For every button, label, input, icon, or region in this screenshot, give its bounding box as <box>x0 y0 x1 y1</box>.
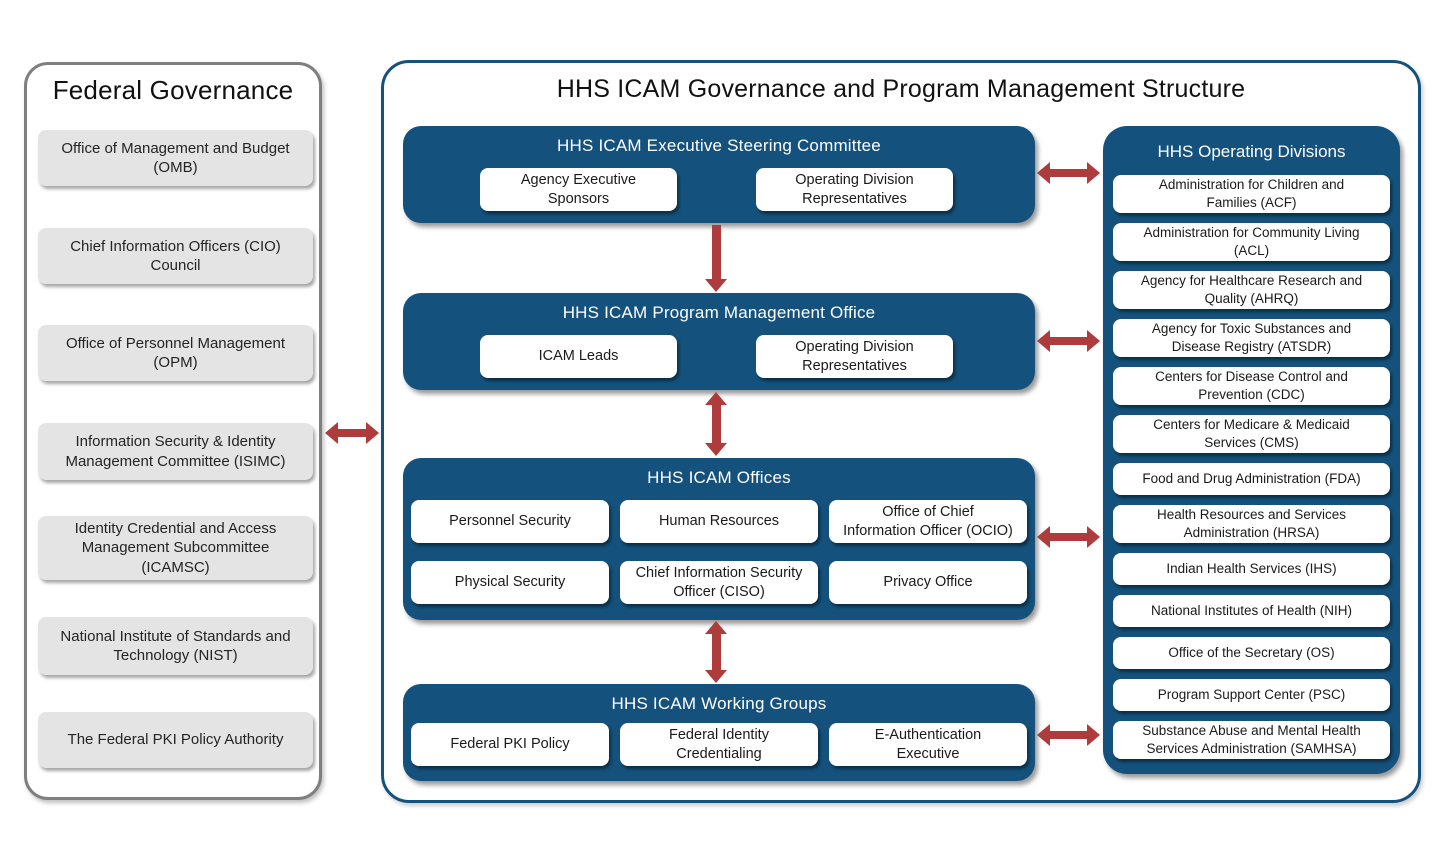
fed-item-omb: Office of Management and Budget (OMB) <box>38 130 313 186</box>
arrow-shaft <box>1050 731 1087 739</box>
member-human-resources: Human Resources <box>620 500 818 543</box>
opdiv-item-cms: Centers for Medicare & Medicaid Services… <box>1113 415 1390 453</box>
arrow-esc-operating-divisions <box>1037 162 1100 184</box>
arrowhead-right-icon <box>1087 724 1100 746</box>
arrow-federal-hhs <box>325 422 379 444</box>
member-personnel-security: Personnel Security <box>411 500 609 543</box>
arrowhead-left-icon <box>1037 724 1050 746</box>
arrowhead-right-icon <box>1087 162 1100 184</box>
arrowhead-down-icon <box>705 279 727 292</box>
opdiv-item-ahrq: Agency for Healthcare Research and Quali… <box>1113 271 1390 309</box>
fed-item-nist: National Institute of Standards and Tech… <box>38 617 313 675</box>
arrow-shaft <box>338 429 366 437</box>
committee-working-groups: HHS ICAM Working Groups Federal PKI Poli… <box>403 684 1035 781</box>
arrowhead-left-icon <box>1037 330 1050 352</box>
member-pmo-operating-division-representatives: Operating Division Representatives <box>756 335 953 378</box>
arrow-offices-operating-divisions <box>1037 526 1100 548</box>
committee-icam-offices-title: HHS ICAM Offices <box>647 468 791 487</box>
opdiv-item-cdc: Centers for Disease Control and Preventi… <box>1113 367 1390 405</box>
operating-divisions-box: HHS Operating Divisions Administration f… <box>1103 126 1400 774</box>
fed-item-opm: Office of Personnel Management (OPM) <box>38 325 313 381</box>
arrowhead-down-icon <box>705 443 727 456</box>
opdiv-item-fda: Food and Drug Administration (FDA) <box>1113 463 1390 495</box>
arrowhead-right-icon <box>1087 526 1100 548</box>
federal-governance-title: Federal Governance <box>52 75 294 105</box>
arrowhead-left-icon <box>1037 162 1050 184</box>
arrowhead-left-icon <box>1037 526 1050 548</box>
opdiv-item-psc: Program Support Center (PSC) <box>1113 679 1390 711</box>
arrowhead-left-icon <box>325 422 338 444</box>
arrow-pmo-offices <box>705 392 727 456</box>
member-privacy-office: Privacy Office <box>829 561 1027 604</box>
arrowhead-up-icon <box>705 621 727 634</box>
arrow-shaft <box>1050 169 1087 177</box>
member-esc-operating-division-representatives: Operating Division Representatives <box>756 168 953 211</box>
fed-item-isimc: Information Security & Identity Manageme… <box>38 423 313 480</box>
committee-working-groups-title: HHS ICAM Working Groups <box>611 694 827 713</box>
member-ocio: Office of Chief Information Officer (OCI… <box>829 500 1027 543</box>
committee-executive-steering: HHS ICAM Executive Steering Committee Ag… <box>403 126 1035 223</box>
member-physical-security: Physical Security <box>411 561 609 604</box>
fed-item-icamsc: Identity Credential and Access Managemen… <box>38 516 313 580</box>
committee-executive-steering-title: HHS ICAM Executive Steering Committee <box>557 136 881 155</box>
member-icam-leads: ICAM Leads <box>480 335 677 378</box>
member-federal-identity-credentialing: Federal Identity Credentialing <box>620 723 818 766</box>
opdiv-item-ihs: Indian Health Services (IHS) <box>1113 553 1390 585</box>
hhs-structure-title: HHS ICAM Governance and Program Manageme… <box>556 75 1246 103</box>
committee-icam-offices: HHS ICAM Offices Personnel Security Huma… <box>403 458 1035 620</box>
opdiv-item-samhsa: Substance Abuse and Mental Health Servic… <box>1113 721 1390 759</box>
fed-item-federal-pki-policy-authority: The Federal PKI Policy Authority <box>38 712 313 768</box>
arrowhead-right-icon <box>1087 330 1100 352</box>
arrowhead-down-icon <box>705 670 727 683</box>
arrow-shaft <box>711 634 721 670</box>
arrowhead-right-icon <box>366 422 379 444</box>
arrow-esc-pmo <box>705 225 727 292</box>
operating-divisions-list: Administration for Children and Families… <box>1113 175 1390 759</box>
arrow-shaft <box>1050 533 1087 541</box>
opdiv-item-atsdr: Agency for Toxic Substances and Disease … <box>1113 319 1390 357</box>
member-agency-executive-sponsors: Agency Executive Sponsors <box>480 168 677 211</box>
arrow-shaft <box>711 405 721 443</box>
arrow-offices-working-groups <box>705 621 727 683</box>
member-ciso: Chief Information Security Officer (CISO… <box>620 561 818 604</box>
arrow-shaft <box>1050 337 1087 345</box>
arrow-shaft <box>711 225 721 279</box>
opdiv-item-nih: National Institutes of Health (NIH) <box>1113 595 1390 627</box>
opdiv-item-acl: Administration for Community Living (ACL… <box>1113 223 1390 261</box>
arrow-working-groups-operating-divisions <box>1037 724 1100 746</box>
operating-divisions-title: HHS Operating Divisions <box>1157 142 1346 161</box>
fed-item-cio-council: Chief Information Officers (CIO) Council <box>38 228 313 284</box>
opdiv-item-acf: Administration for Children and Families… <box>1113 175 1390 213</box>
member-federal-pki-policy: Federal PKI Policy <box>411 723 609 766</box>
committee-program-management-office: HHS ICAM Program Management Office ICAM … <box>403 293 1035 390</box>
committee-pmo-title: HHS ICAM Program Management Office <box>562 303 876 322</box>
opdiv-item-os: Office of the Secretary (OS) <box>1113 637 1390 669</box>
opdiv-item-hrsa: Health Resources and Services Administra… <box>1113 505 1390 543</box>
member-e-authentication-executive: E-Authentication Executive <box>829 723 1027 766</box>
arrow-pmo-operating-divisions <box>1037 330 1100 352</box>
arrowhead-up-icon <box>705 392 727 405</box>
